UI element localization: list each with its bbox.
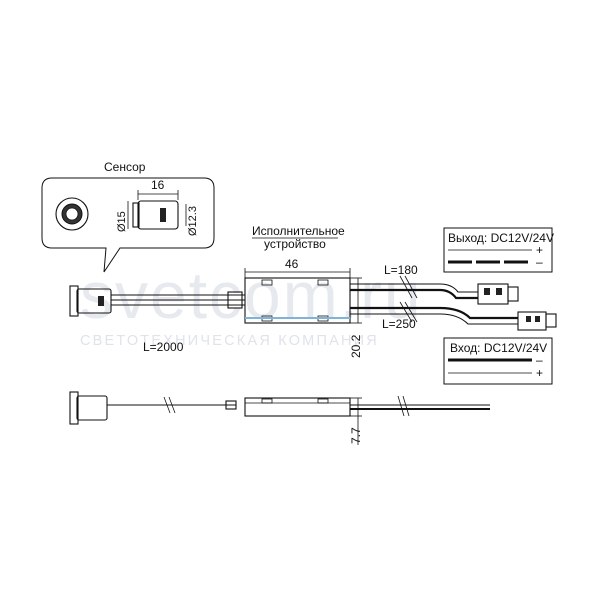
out-connector-pin-1 — [484, 288, 490, 295]
top-assembly: L=2000 Исполнительное устройство 46 20.2… — [69, 224, 557, 358]
input-legend-label: Вход: DC12V/24V — [450, 341, 547, 355]
sensor-flange-bottom — [69, 391, 79, 425]
in-connector — [517, 311, 547, 331]
actuator-bottom-tab-1 — [261, 398, 273, 404]
output-minus-sign: – — [536, 255, 543, 269]
bottom-break-1 — [163, 396, 171, 414]
out-connector — [477, 283, 509, 305]
watermark-subtext: СВЕТОТЕХНИЧЕСКАЯ КОМПАНИЯ — [80, 333, 379, 349]
dim-46-text: 46 — [285, 257, 299, 271]
in-break-1 — [399, 301, 413, 323]
bottom-plug — [225, 400, 237, 410]
sensor-side-mark — [160, 208, 166, 222]
input-minus-sign: – — [536, 353, 543, 367]
output-legend-label: Выход: DC12V/24V — [448, 231, 554, 245]
sensor-body-bottom — [76, 395, 108, 421]
dim-77-text: 7.7 — [349, 427, 363, 444]
in-connector-pin-2 — [535, 316, 540, 322]
len-2000-text: L=2000 — [143, 340, 184, 354]
dim-202-text: 20.2 — [349, 334, 363, 358]
sensor-side-body — [137, 200, 179, 230]
actuator-body-bottom — [244, 397, 351, 417]
len-180-text: L=180 — [384, 263, 418, 277]
out-wire-a-bend — [439, 283, 478, 293]
actuator-tab-2 — [317, 279, 329, 286]
out-break-2 — [404, 275, 418, 299]
sensor-callout: Сенсор 16 Ø15 Ø12.3 — [41, 160, 215, 273]
dim-16-text: 16 — [151, 178, 165, 192]
out-connector-pin-2 — [496, 288, 502, 295]
in-wire-a-bend — [439, 306, 518, 320]
in-break-2 — [404, 301, 418, 323]
dim-d123-text: Ø12.3 — [187, 206, 199, 236]
output-plus-sign: + — [536, 243, 543, 257]
bottom-break-3 — [397, 395, 405, 417]
actuator-label-1: Исполнительное — [252, 224, 345, 238]
in-connector-cap — [545, 313, 557, 328]
sensor-mark-top — [98, 296, 104, 306]
actuator-tab-1 — [261, 279, 273, 286]
sensor-side-flange — [132, 202, 140, 228]
sensor-flange-top — [69, 285, 79, 317]
output-legend: Выход: DC12V/24V + – — [443, 227, 554, 273]
bottom-assembly: 7.7 — [69, 391, 490, 445]
sensor-body-top — [76, 288, 112, 314]
sensor-plug — [227, 291, 243, 309]
sensor-title: Сенсор — [104, 160, 146, 174]
out-break-1 — [399, 275, 413, 299]
actuator-bottom-tab-2 — [317, 398, 329, 404]
input-legend: Вход: DC12V/24V – + — [443, 337, 553, 385]
dim-d15-text: Ø15 — [116, 211, 128, 232]
len-250-text: L=250 — [382, 317, 416, 331]
sensor-front-outer — [55, 197, 89, 231]
bottom-break-4 — [402, 395, 410, 417]
actuator-label-2: устройство — [264, 237, 326, 251]
actuator-body-top — [244, 277, 351, 324]
bottom-break-2 — [168, 396, 176, 414]
in-wire-b-bend — [439, 313, 518, 325]
sensor-front-lens — [65, 207, 79, 221]
out-connector-cap — [507, 286, 519, 302]
in-connector-pin-1 — [526, 316, 531, 322]
out-wire-b-bend — [439, 288, 478, 300]
input-plus-sign: + — [536, 366, 543, 380]
